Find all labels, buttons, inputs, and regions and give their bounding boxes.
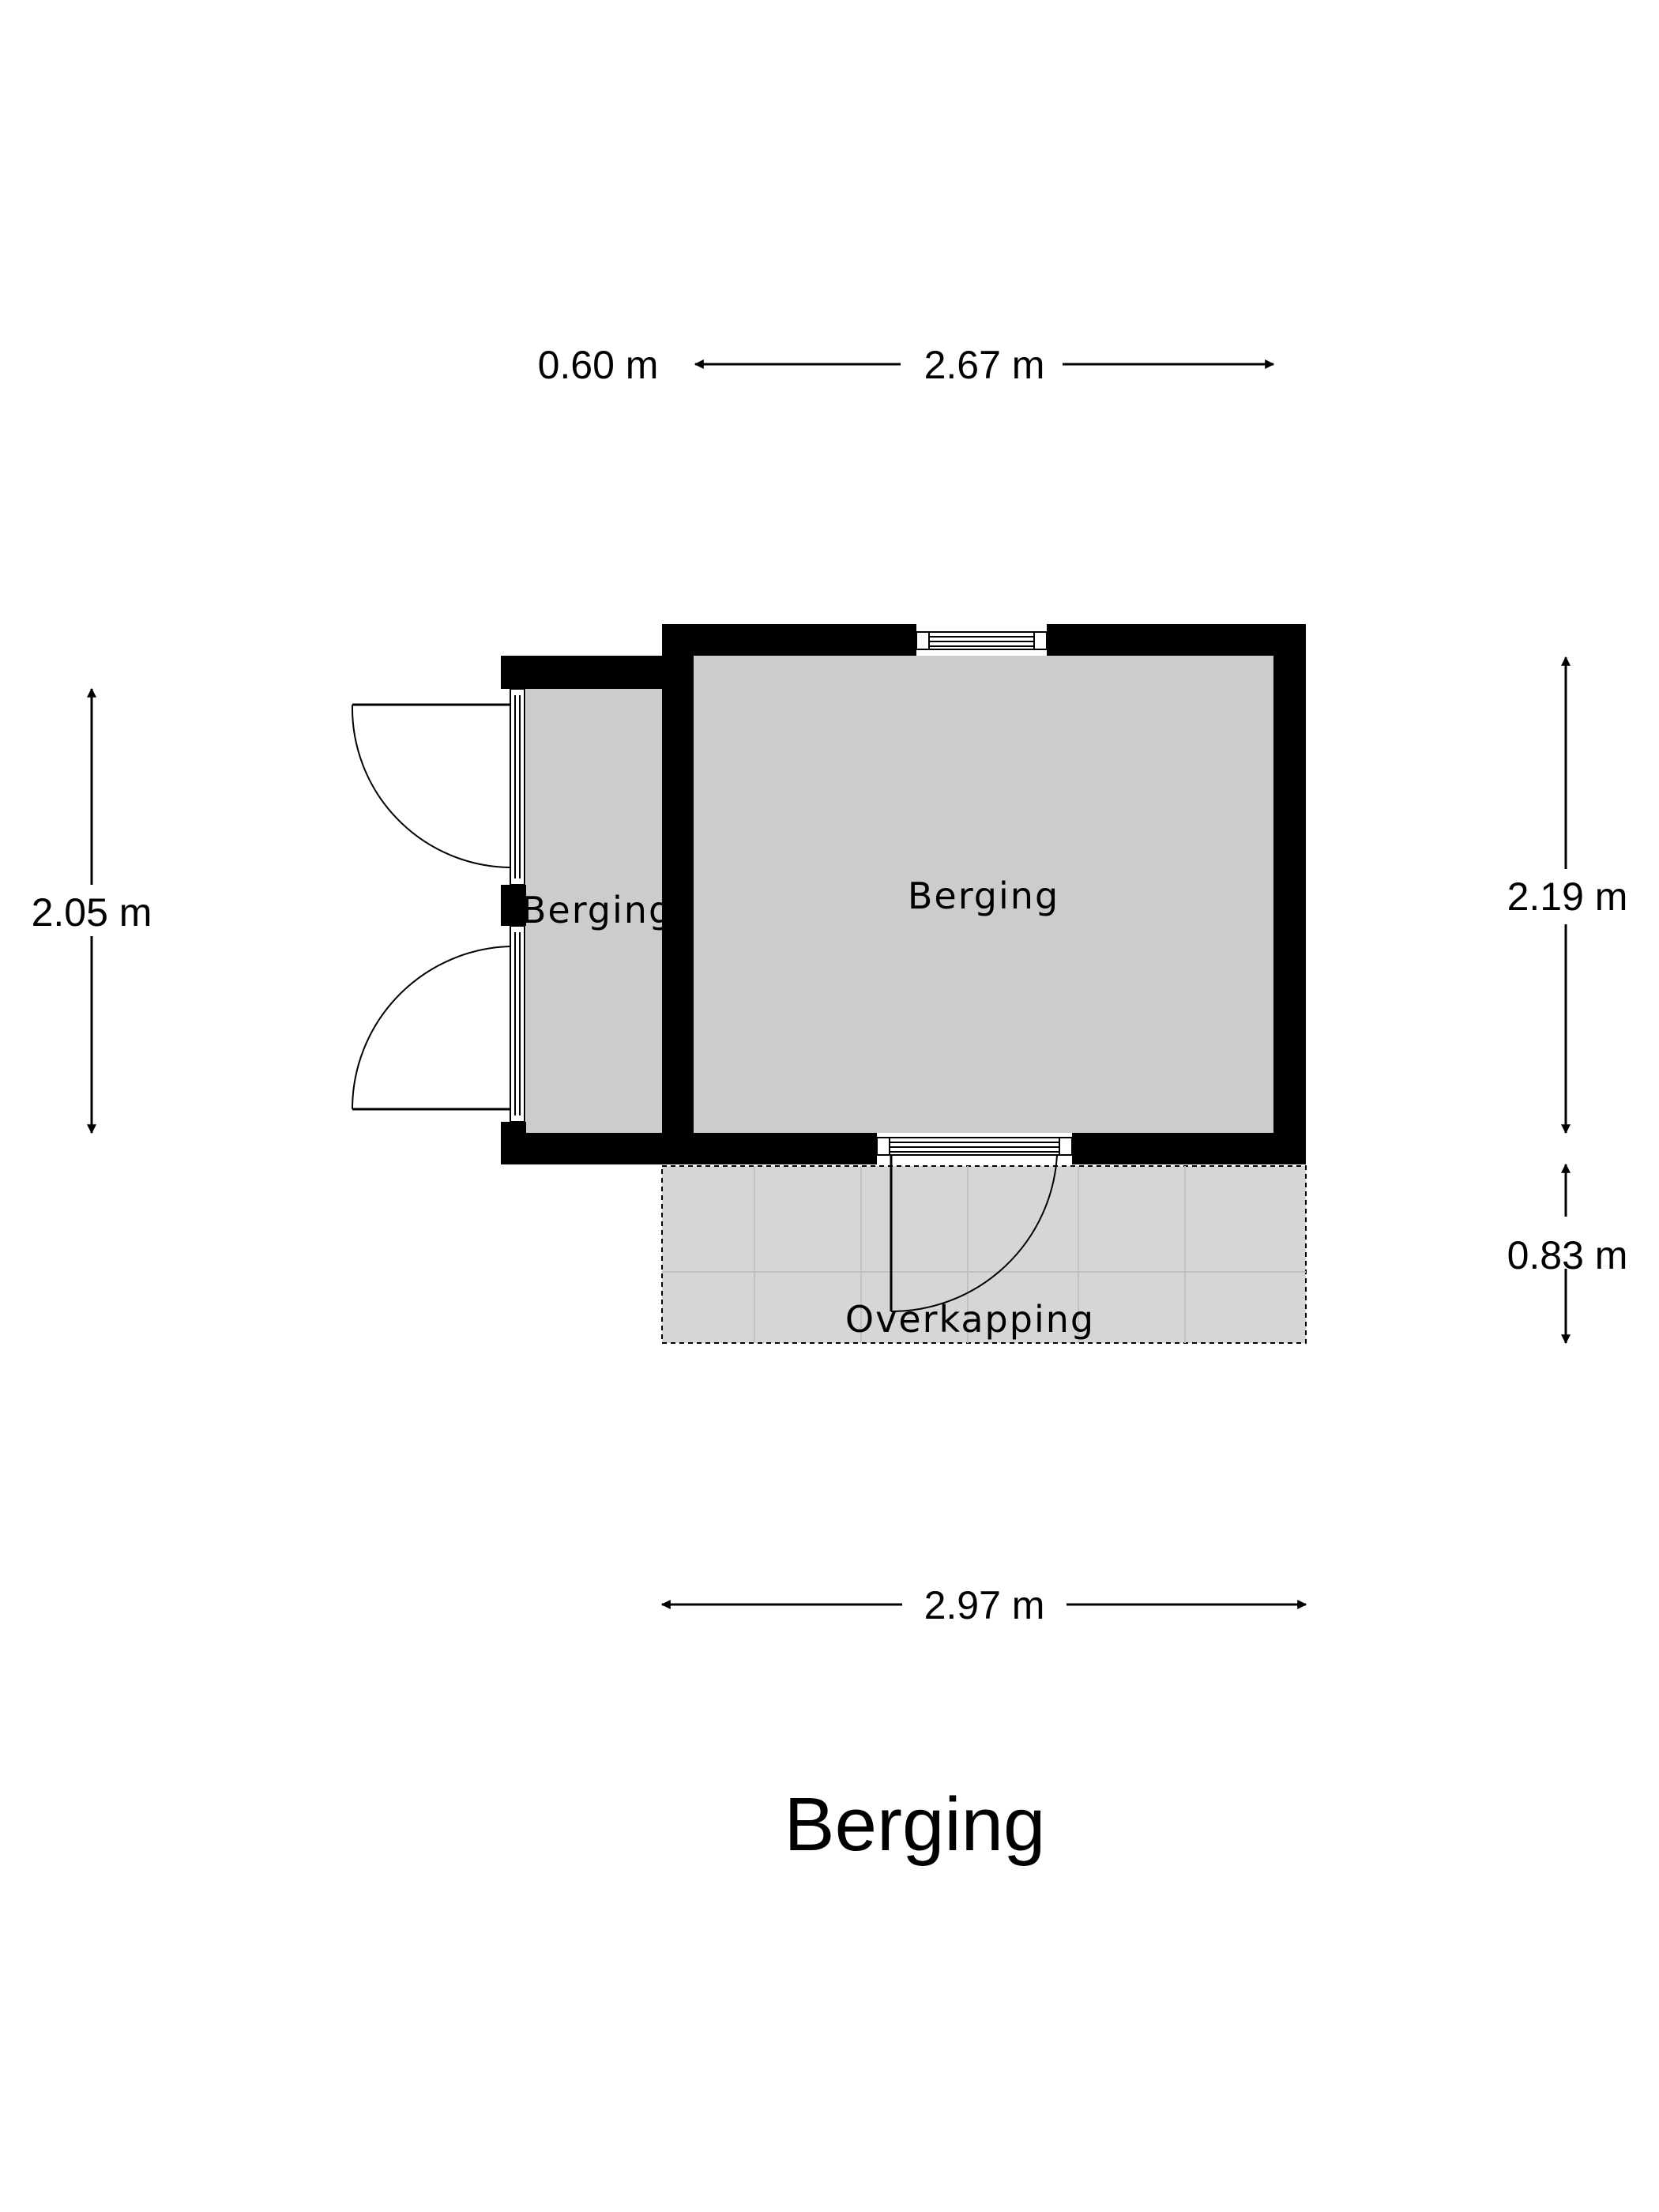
covered-area-label: Overkapping — [845, 1298, 1095, 1341]
dimension-top-main-label: 2.67 m — [924, 343, 1045, 387]
dimension-top: 0.60 m 2.67 m — [538, 343, 1275, 387]
dimension-bottom: 2.97 m — [660, 1583, 1307, 1627]
dimension-right-lower-label: 0.83 m — [1507, 1233, 1628, 1277]
dimension-left: 2.05 m — [32, 687, 152, 1134]
side-room-label: Berging — [521, 889, 673, 931]
window-top — [916, 631, 1048, 650]
dimension-bottom-label: 2.97 m — [924, 1583, 1045, 1627]
dimension-right-upper-label: 2.19 m — [1507, 875, 1628, 919]
door-bottom — [876, 1137, 1073, 1313]
plan-title: Berging — [784, 1782, 1046, 1867]
dimension-top-left-label: 0.60 m — [538, 343, 659, 387]
dimension-right-upper: 2.19 m — [1507, 656, 1628, 1134]
walls — [501, 624, 1306, 1164]
side-room-floor — [526, 689, 662, 1133]
main-room-floor — [694, 656, 1273, 1133]
dimension-left-label: 2.05 m — [32, 890, 152, 935]
side-doors — [351, 688, 525, 1123]
covered-area — [661, 1165, 1307, 1344]
main-room-label: Berging — [908, 875, 1059, 917]
dimension-right-lower: 0.83 m — [1507, 1163, 1628, 1345]
